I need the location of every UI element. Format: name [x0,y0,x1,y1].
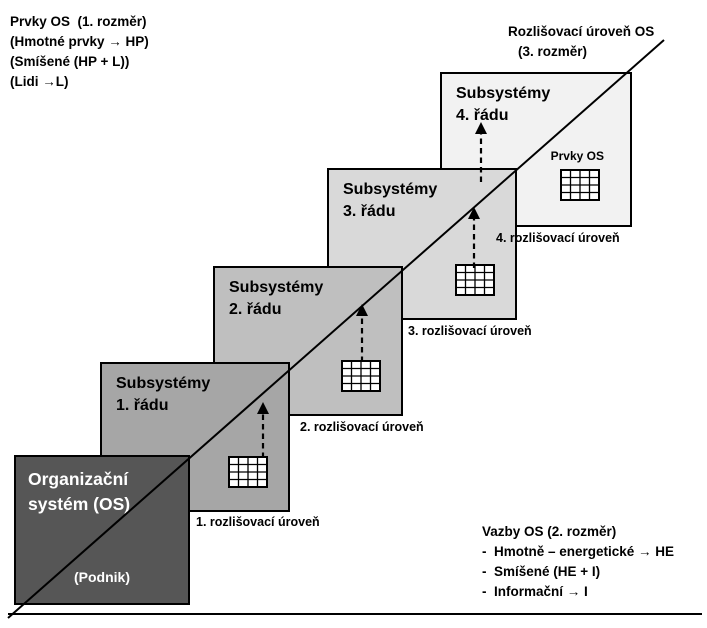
os-title-line: systém (OS) [28,494,131,514]
subsystem-title-word: Subsystémy [343,181,438,198]
subsystem-2-title: Subsystémy 2. řádu [215,268,401,321]
subsystem-title-word: Subsystémy [116,375,211,392]
links-annotation: Vazby OS (2. rozměr) - Hmotně – energeti… [482,522,674,602]
prvky-os-label: Prvky OS [550,149,604,163]
os-title-line: Organizační [28,469,129,489]
annotation-line: (3. rozměr) [518,44,588,59]
subsystem-order-label: 4. řádu [456,107,509,124]
annotation-line: Rozlišovací úroveň OS [508,24,655,39]
annotation-line: Prvky OS (1. rozměr) [10,14,147,29]
subsystem-order-label: 2. řádu [229,301,282,318]
annotation-title: Vazby OS (2. rozměr) [482,524,617,539]
annotation-line: - Smíšené (HE + I) [482,564,601,579]
annotation-line: (Lidi →L) [10,74,69,89]
subsystem-order-label: 1. řádu [116,397,169,414]
subsystem-3-title: Subsystémy 3. řádu [329,170,515,223]
resolution-level-1-caption: 1. rozlišovací úroveň [196,515,320,529]
resolution-level-3-caption: 3. rozlišovací úroveň [408,324,532,338]
subsystem-1-title: Subsystémy 1. řádu [102,364,288,417]
annotation-line: - Hmotně – energetické → HE [482,544,675,559]
resolution-level-4-caption: 4. rozlišovací úroveň [496,231,620,245]
grid-icon [455,264,495,296]
grid-icon [341,360,381,392]
subsystem-4-title: Subsystémy 4. řádu [442,74,630,127]
resolution-level-annotation: Rozlišovací úroveň OS (3. rozměr) [508,22,654,62]
annotation-line: - Informační → I [482,584,588,599]
os-subtitle: (Podnik) [74,569,130,585]
subsystem-order-label: 3. řádu [343,203,396,220]
os-title: Organizační systém (OS) [16,457,188,517]
organizational-system-square: Organizační systém (OS) (Podnik) [14,455,190,605]
resolution-level-2-caption: 2. rozlišovací úroveň [300,420,424,434]
elements-annotation: Prvky OS (1. rozměr) (Hmotné prvky → HP)… [10,12,149,92]
subsystem-title-word: Subsystémy [229,279,324,296]
grid-icon [560,169,600,201]
grid-icon [228,456,268,488]
subsystem-title-word: Subsystémy [456,85,551,102]
annotation-line: (Hmotné prvky → HP) [10,34,149,49]
annotation-line: (Smíšené (HP + L)) [10,54,130,69]
